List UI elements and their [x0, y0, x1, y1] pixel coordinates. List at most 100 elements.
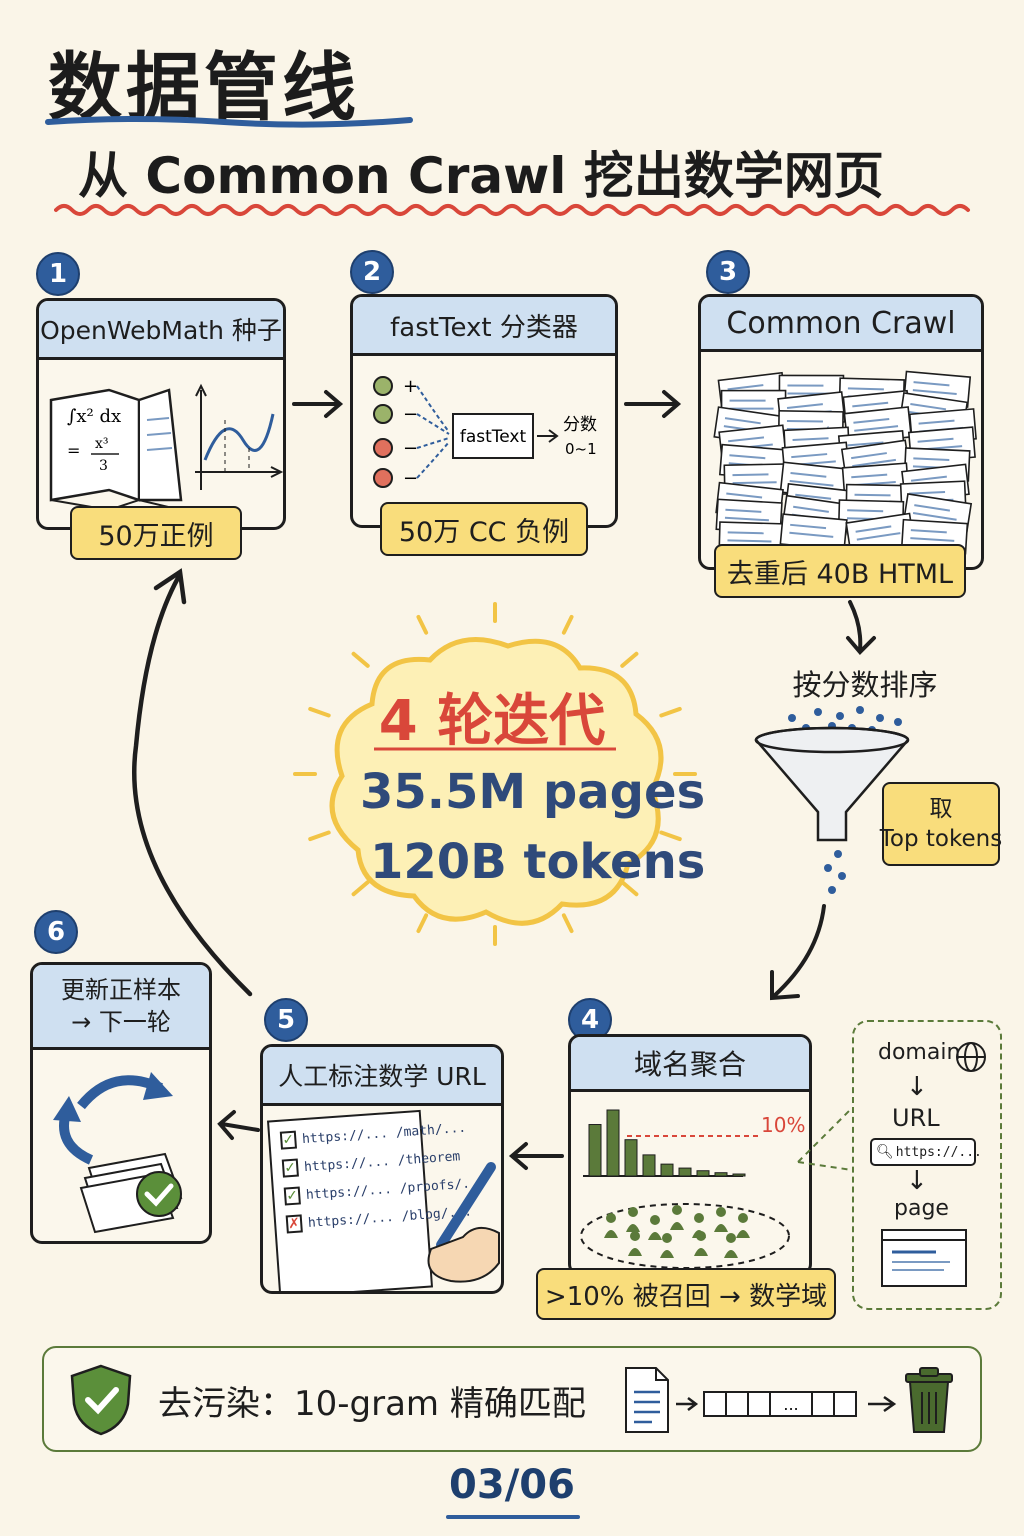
model-label: fastText: [460, 427, 527, 447]
domain-bar: [624, 1139, 638, 1177]
url-list-item: ✗https://... /blog/...: [285, 1204, 472, 1234]
step-1-badge: 1: [36, 252, 80, 296]
take-label-line2: Top tokens: [879, 826, 1003, 852]
step-1-tag: 50万正例: [70, 506, 242, 560]
step-4-title: 域名聚合: [571, 1037, 809, 1092]
step-3-badge: 3: [706, 250, 750, 294]
webpage-icon: [881, 1229, 967, 1287]
step-6-badge: 6: [34, 910, 78, 954]
person-icon: [660, 1233, 674, 1258]
step-2-card: fastText 分类器 + − − − fastText 分数 0~1: [350, 294, 618, 528]
positive-dot-icon: [373, 376, 393, 396]
domain-bar: [696, 1170, 710, 1177]
person-icon: [694, 1231, 708, 1256]
callout-pages: 35.5M pages: [360, 764, 706, 820]
hand-with-pen-icon: [427, 1162, 500, 1283]
sign-label: −: [403, 404, 418, 425]
sign-label: −: [403, 468, 418, 489]
arrow-down-icon: [846, 600, 876, 655]
person-icon: [670, 1205, 684, 1230]
arrow-curved-icon: [770, 904, 826, 1001]
checkbox-checked-icon: ✓: [279, 1130, 297, 1150]
search-icon: 🔍︎: [876, 1144, 894, 1160]
step-2-badge: 2: [350, 250, 394, 294]
person-icon: [628, 1231, 642, 1256]
funnel-icon: [754, 706, 910, 894]
sunburst-callout: [293, 602, 697, 946]
checkbox-crossed-icon: ✗: [285, 1214, 303, 1234]
person-icon: [724, 1233, 738, 1258]
callout-tokens: 120B tokens: [370, 834, 706, 890]
domain-bar: [732, 1173, 746, 1177]
threshold-label: 10%: [761, 1113, 805, 1137]
person-icon: [626, 1207, 640, 1232]
globe-icon: [956, 1042, 986, 1072]
domain-label: domain: [878, 1040, 961, 1065]
page-indicator: 03/06: [449, 1462, 575, 1508]
loop-arrow-icon: [131, 568, 253, 997]
person-icon: [604, 1213, 618, 1238]
step-6-title-line2: → 下一轮: [71, 1008, 171, 1036]
step-3-tag: 去重后 40B HTML: [714, 544, 966, 598]
arrow-left-icon: [508, 1142, 564, 1170]
url-label: URL: [892, 1104, 940, 1132]
score-range: 0~1: [565, 440, 597, 458]
step-5-title: 人工标注数学 URL: [263, 1047, 501, 1106]
step-3-title: Common Crawl: [701, 297, 981, 352]
domain-bar: [588, 1124, 602, 1177]
domain-bar: [606, 1109, 620, 1177]
pagination-underline: [446, 1515, 580, 1519]
checkbox-checked-icon: ✓: [281, 1158, 299, 1178]
step-2-title: fastText 分类器: [353, 297, 615, 356]
domain-detail-panel: domain ↓ URL 🔍︎ https://... ↓ page: [852, 1020, 1002, 1310]
domain-bar: [660, 1163, 674, 1177]
domain-bar: [642, 1154, 656, 1177]
shield-check-icon: [70, 1364, 132, 1436]
callout-underline: [374, 747, 616, 751]
step-4-tag: >10% 被召回 → 数学域: [536, 1268, 836, 1320]
step-3-card: Common Crawl </></>: [698, 294, 984, 570]
url-list-item: ✓https://... /proofs/...: [283, 1175, 486, 1206]
formula-integral: ∫x² dx: [67, 406, 121, 427]
decontam-label: 去污染：10-gram 精确匹配: [158, 1384, 586, 1424]
sign-label: −: [403, 438, 418, 459]
refresh-with-documents-icon: [53, 1072, 183, 1234]
negative-dot-icon: [373, 468, 393, 488]
score-label: 分数: [563, 415, 597, 435]
document-icon: [779, 513, 848, 551]
ngram-match-diagram: ...: [625, 1367, 953, 1433]
step-1-title: OpenWebMath 种子: [39, 301, 283, 360]
callout-rounds: 4 轮迭代: [378, 689, 606, 754]
arrow-right-icon: [292, 390, 344, 418]
sort-label: 按分数排序: [792, 668, 938, 702]
formula-equals: =: [67, 441, 80, 460]
document-icon: [625, 1367, 669, 1433]
page-subtitle: 从 Common Crawl 挖出数学网页: [78, 147, 884, 205]
url-list-item: ✓https://... /theorem: [281, 1149, 461, 1178]
subtitle-wavy-underline: [54, 204, 970, 216]
person-icon: [648, 1215, 662, 1240]
step-6-title: 更新正样本 → 下一轮: [33, 965, 209, 1050]
domain-bar: [678, 1167, 692, 1177]
domain-bar-chart: 10%: [580, 1109, 805, 1269]
arrow-right-icon: [624, 390, 682, 418]
step-1-card: OpenWebMath 种子 ∫x² dx = x³ 3: [36, 298, 286, 530]
positive-dot-icon: [373, 404, 393, 424]
step-6-card: 更新正样本 → 下一轮: [30, 962, 212, 1244]
step-2-tag: 50万 CC 负例: [380, 502, 588, 556]
document-pile-icon: </></>: [713, 370, 977, 555]
negative-dot-icon: [373, 438, 393, 458]
page-label: page: [894, 1196, 949, 1221]
url-list-paper: ✓https://... /math/...✓https://... /theo…: [266, 1109, 486, 1291]
step-6-title-line1: 更新正样本: [61, 976, 181, 1004]
sign-label: +: [403, 376, 418, 397]
math-book-and-graph-icon: ∫x² dx = x³ 3: [49, 383, 283, 512]
step-4-card: 域名聚合 10%: [568, 1034, 812, 1276]
take-label-line1: 取: [929, 796, 953, 822]
person-icon: [736, 1213, 750, 1238]
url-list-item: ✓https://... /math/...: [279, 1120, 467, 1150]
arrow-down-glyph: ↓: [906, 1166, 928, 1196]
formula-numerator: x³: [95, 436, 109, 452]
title-underline: [45, 116, 413, 128]
decontamination-panel: 去污染：10-gram 精确匹配 ...: [42, 1346, 982, 1452]
